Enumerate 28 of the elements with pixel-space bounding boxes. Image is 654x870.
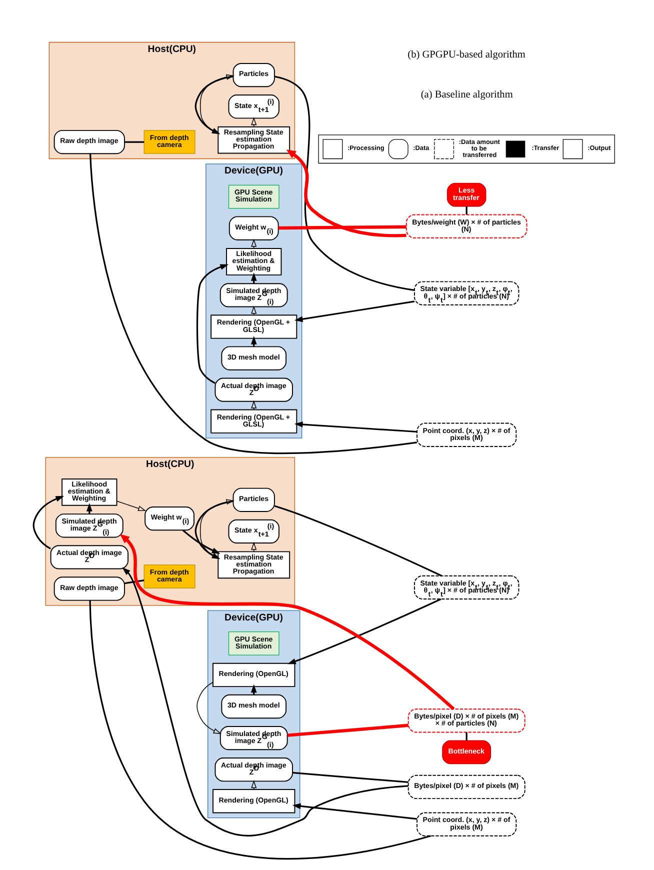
connector (466, 206, 468, 214)
arrow (294, 300, 415, 322)
connector (124, 580, 144, 584)
arrow (32, 496, 64, 550)
arrow (120, 534, 455, 710)
arrow (294, 422, 417, 433)
connector (292, 772, 408, 784)
connector (278, 225, 406, 230)
arrow (194, 500, 234, 560)
connector (89, 154, 418, 454)
arrow (122, 567, 408, 836)
arrow (116, 500, 146, 512)
connector (274, 505, 442, 577)
arrow (200, 74, 234, 134)
connector (466, 732, 468, 740)
arrow (182, 530, 220, 554)
connector (124, 141, 144, 143)
connector (274, 76, 414, 291)
label: (b) GPGPU-based algorithm (408, 50, 526, 61)
arrow (287, 598, 442, 664)
arrow (292, 803, 417, 820)
arrow (286, 150, 406, 238)
connector (287, 724, 408, 737)
arrow (200, 499, 234, 559)
arrow (196, 682, 222, 734)
connector (89, 600, 431, 860)
arrow (194, 76, 234, 134)
label: (a) Baseline algorithm (420, 89, 513, 100)
